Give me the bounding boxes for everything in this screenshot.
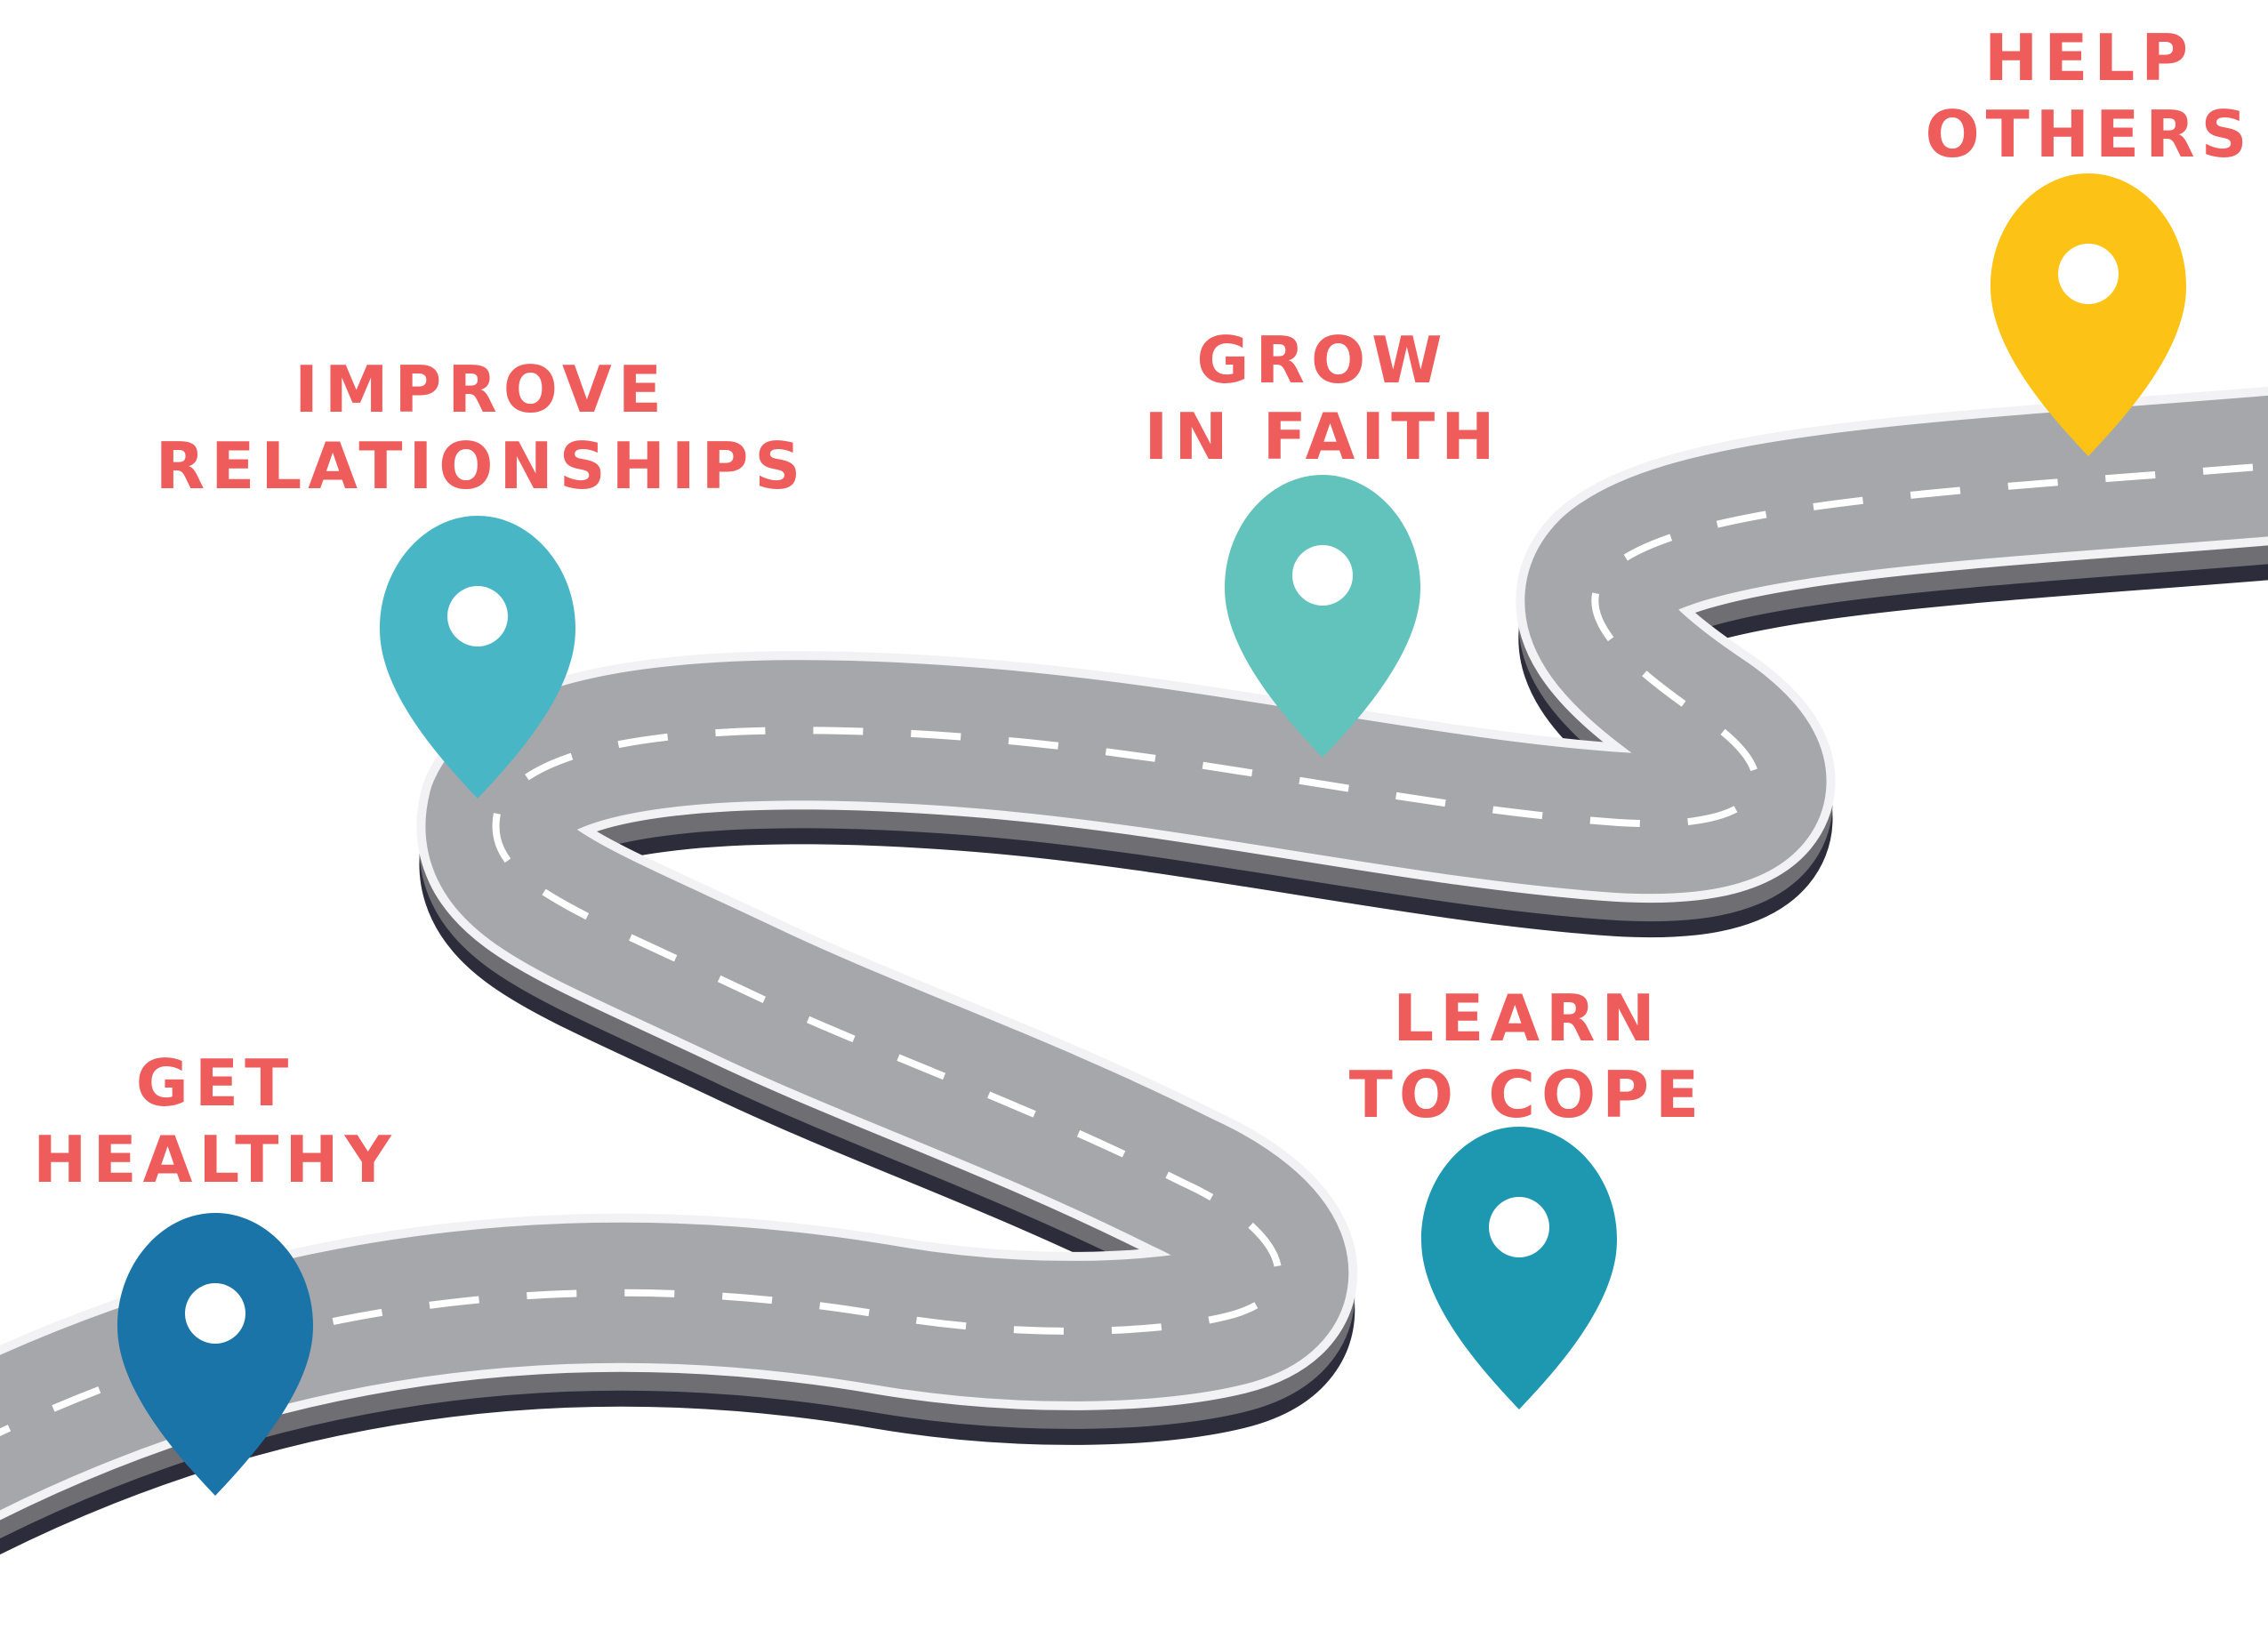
milestone-label-line: LEARN (1393, 981, 1661, 1056)
map-pin-body (117, 1213, 313, 1496)
map-pin-icon (1991, 173, 2186, 456)
milestone-label-grow-in-faith: GROW IN FAITH (1145, 322, 1501, 475)
map-pin-hole (185, 1283, 245, 1344)
map-pin-hole (1489, 1197, 1549, 1257)
map-pin-icon (1225, 475, 1420, 758)
milestone-label-line: HELP (1983, 20, 2195, 95)
milestone-pins (117, 173, 2186, 1496)
milestone-label-line: GROW (1196, 323, 1449, 397)
map-pin-hole (2058, 244, 2119, 304)
milestone-label-line: HEALTHY (33, 1122, 398, 1197)
map-pin-icon (380, 516, 575, 799)
milestone-label-line: GET (135, 1046, 295, 1120)
milestone-label-line: RELATIONSHIPS (155, 429, 808, 503)
map-pin-body (380, 516, 575, 799)
milestone-label-line: OTHERS (1925, 97, 2254, 172)
map-pin-icon (1421, 1127, 1617, 1409)
milestone-label-line: IMPROVE (294, 352, 668, 427)
milestone-label-line: TO COPE (1348, 1057, 1706, 1132)
milestone-label-line: IN FAITH (1144, 399, 1501, 474)
milestone-label-get-healthy: GET HEALTHY (33, 1045, 398, 1198)
milestone-label-help-others: HELP OTHERS (1925, 20, 2253, 173)
map-pin-hole (1292, 545, 1353, 606)
road-asphalt (0, 395, 2268, 1511)
map-pin-body (1421, 1127, 1617, 1409)
map-pin-icon (117, 1213, 313, 1496)
milestone-label-improve-relationships: IMPROVE RELATIONSHIPS (156, 351, 808, 504)
map-pin-body (1991, 173, 2186, 456)
milestone-label-learn-to-cope: LEARN TO COPE (1349, 980, 1705, 1133)
map-pin-hole (447, 586, 508, 646)
road-surface (0, 386, 2268, 1521)
map-pin-body (1225, 475, 1420, 758)
